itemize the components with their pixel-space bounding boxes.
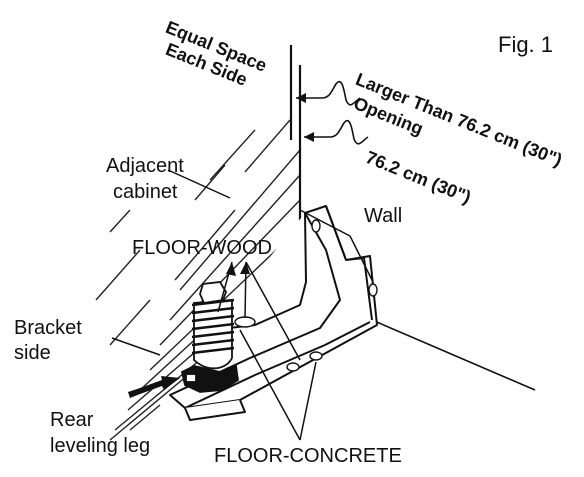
adjacent-cabinet-label-line1: Adjacent [106, 155, 184, 177]
rear-leveling-leg-label-line1: Rear [50, 409, 94, 431]
floor-wood-label: FLOOR-WOOD [132, 237, 272, 259]
leveling-leg [180, 281, 239, 393]
bracket-holes [234, 219, 378, 372]
figure-label: Fig. 1 [498, 32, 554, 57]
rear-leg-arrow [128, 376, 180, 398]
pointer-arrowheads [226, 262, 250, 276]
wall-label: Wall [364, 205, 403, 227]
bracket-side-label-line2: side [14, 342, 51, 364]
wall-line [371, 319, 536, 391]
bracket-side-label-line1: Bracket [14, 317, 82, 339]
floor-concrete-label: FLOOR-CONCRETE [214, 445, 402, 467]
dimension-leaders [296, 80, 369, 145]
rear-leveling-leg-label-line2: leveling leg [50, 435, 151, 457]
adjacent-cabinet-label-line2: cabinet [113, 181, 178, 203]
dimension-arrowheads [296, 93, 314, 142]
